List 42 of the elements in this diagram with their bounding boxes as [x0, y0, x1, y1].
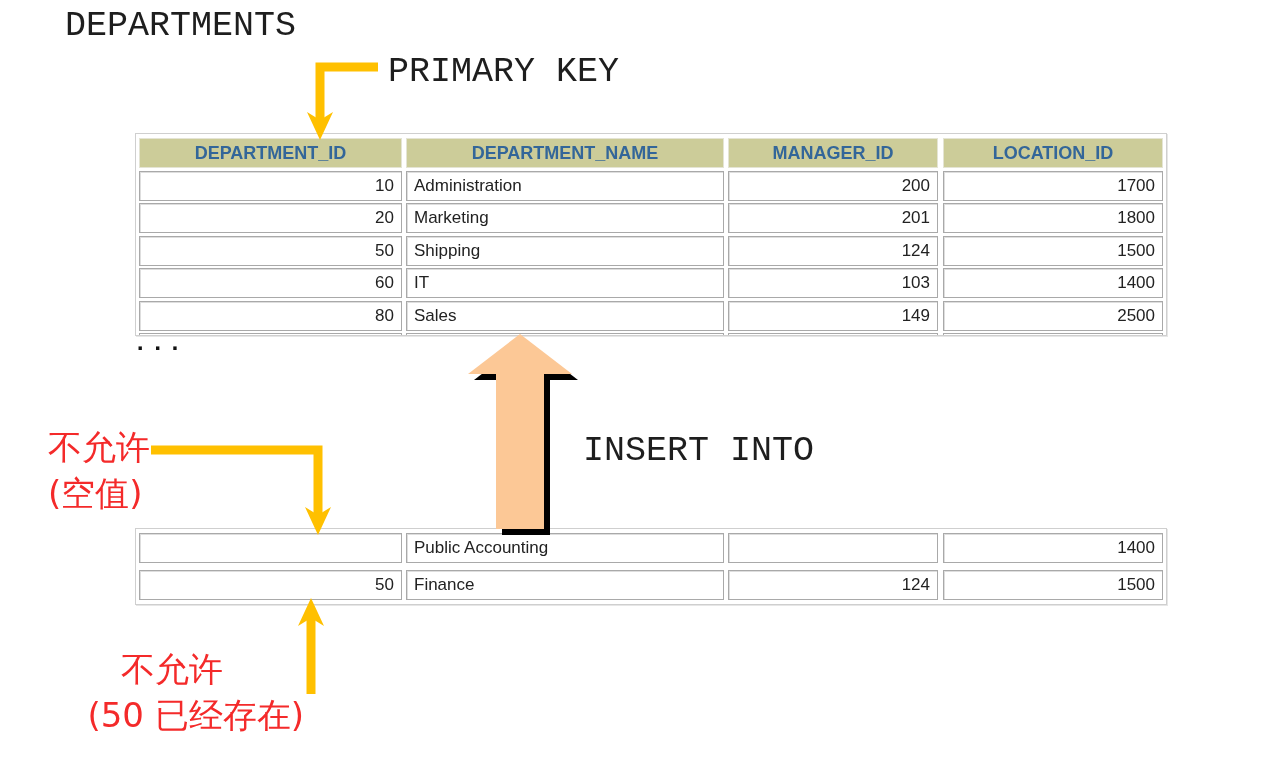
arrow [298, 598, 324, 694]
table-cell: Shipping [406, 236, 724, 266]
table-cell: Public Accounting [406, 533, 724, 563]
table-cell: 10 [139, 171, 402, 201]
table-cell: 1500 [943, 236, 1163, 266]
table-cell: 201 [728, 203, 938, 233]
callout-text: 不允许 (50 已经存在) [87, 646, 304, 738]
table-cell: 1500 [943, 570, 1163, 600]
table-cell: Marketing [406, 203, 724, 233]
table-cell: 1800 [943, 203, 1163, 233]
arrow [151, 445, 331, 535]
callout-text: 不允许 (空值) [48, 424, 150, 516]
table-cell: 200 [728, 171, 938, 201]
table-cell: Finance [406, 570, 724, 600]
arrow [307, 62, 378, 140]
empty-cell [139, 533, 402, 563]
data-table [135, 528, 1167, 605]
callout-text: PRIMARY KEY [376, 52, 620, 92]
table-cell: 1400 [943, 533, 1163, 563]
table-cell: Sales [406, 301, 724, 331]
table-cell: 103 [728, 268, 938, 298]
ellipsis: ... [133, 332, 186, 356]
table-cell: 50 [139, 236, 402, 266]
data-table [135, 133, 1167, 336]
table-cell: 20 [139, 203, 402, 233]
column-header: LOCATION_ID [943, 138, 1163, 168]
table-cell: 1700 [943, 171, 1163, 201]
table-cell: Administration [406, 171, 724, 201]
table-cell: 60 [139, 268, 402, 298]
table-cell: 80 [139, 301, 402, 331]
table-cell: 2500 [943, 301, 1163, 331]
column-header: MANAGER_ID [728, 138, 938, 168]
column-header: DEPARTMENT_ID [139, 138, 402, 168]
block-arrow [468, 334, 572, 529]
table-title: DEPARTMENTS [65, 6, 297, 46]
table-cell: 50 [139, 570, 402, 600]
table-cell: 124 [728, 570, 938, 600]
table-cell: 1400 [943, 268, 1163, 298]
table-cell: 124 [728, 236, 938, 266]
table-cell: IT [406, 268, 724, 298]
column-header: DEPARTMENT_NAME [406, 138, 724, 168]
table-cell: 149 [728, 301, 938, 331]
